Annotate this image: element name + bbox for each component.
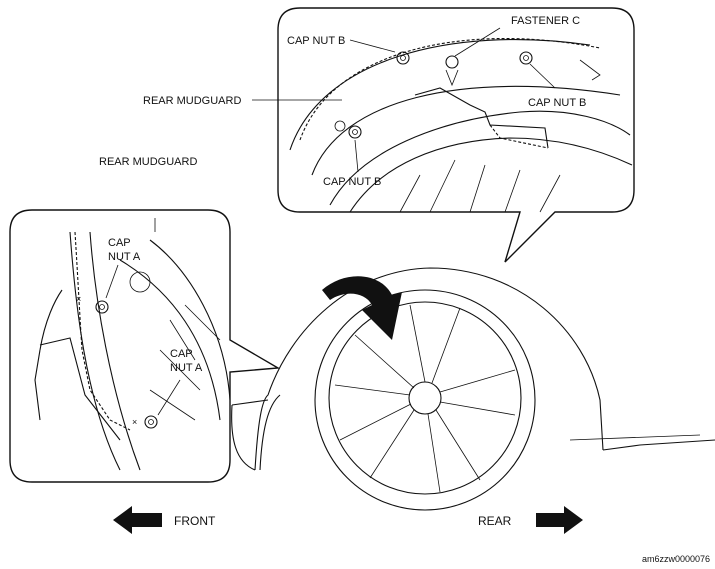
fastener-c-fastener	[445, 55, 459, 87]
figure-code: am6zzw0000076	[642, 554, 710, 564]
cap-nut-a-upper-label-line2: NUT A	[108, 251, 141, 263]
cap-nut-a-lower-label-line2: NUT A	[170, 362, 203, 374]
cap-nut-a-upper-label-line1: CAP	[108, 237, 131, 249]
cap-nut-b-label-bottom: CAP NUT B	[323, 176, 381, 188]
car-body-outline	[231, 267, 715, 471]
front-arrow-icon	[113, 506, 162, 534]
rear-mudguard-label-left: REAR MUDGUARD	[99, 156, 197, 168]
rear-arrow-icon	[536, 506, 583, 534]
rotation-arrow	[322, 276, 402, 340]
cap-nut-b-fastener-3	[334, 120, 362, 139]
cap-nut-b-fastener-1	[396, 51, 410, 65]
rear-label: REAR	[478, 514, 512, 528]
svg-text:×: ×	[132, 417, 137, 427]
cap-nut-a-fastener-upper: ×	[76, 294, 109, 314]
cap-nut-b-label-top-right: CAP NUT B	[528, 97, 586, 109]
detail-box-top	[277, 7, 635, 263]
cap-nut-b-label-top-left: CAP NUT B	[287, 35, 345, 47]
svg-text:×: ×	[76, 294, 81, 304]
cap-nut-b-fastener-2	[519, 51, 533, 65]
rear-mudguard-label-top: REAR MUDGUARD	[143, 95, 241, 107]
main-wheel	[314, 289, 536, 511]
cap-nut-a-fastener-lower: ×	[132, 415, 158, 429]
detail-box-left	[9, 209, 281, 483]
fastener-c-label: FASTENER C	[511, 15, 580, 27]
front-label: FRONT	[174, 514, 216, 528]
cap-nut-a-lower-label-line1: CAP	[170, 348, 193, 360]
